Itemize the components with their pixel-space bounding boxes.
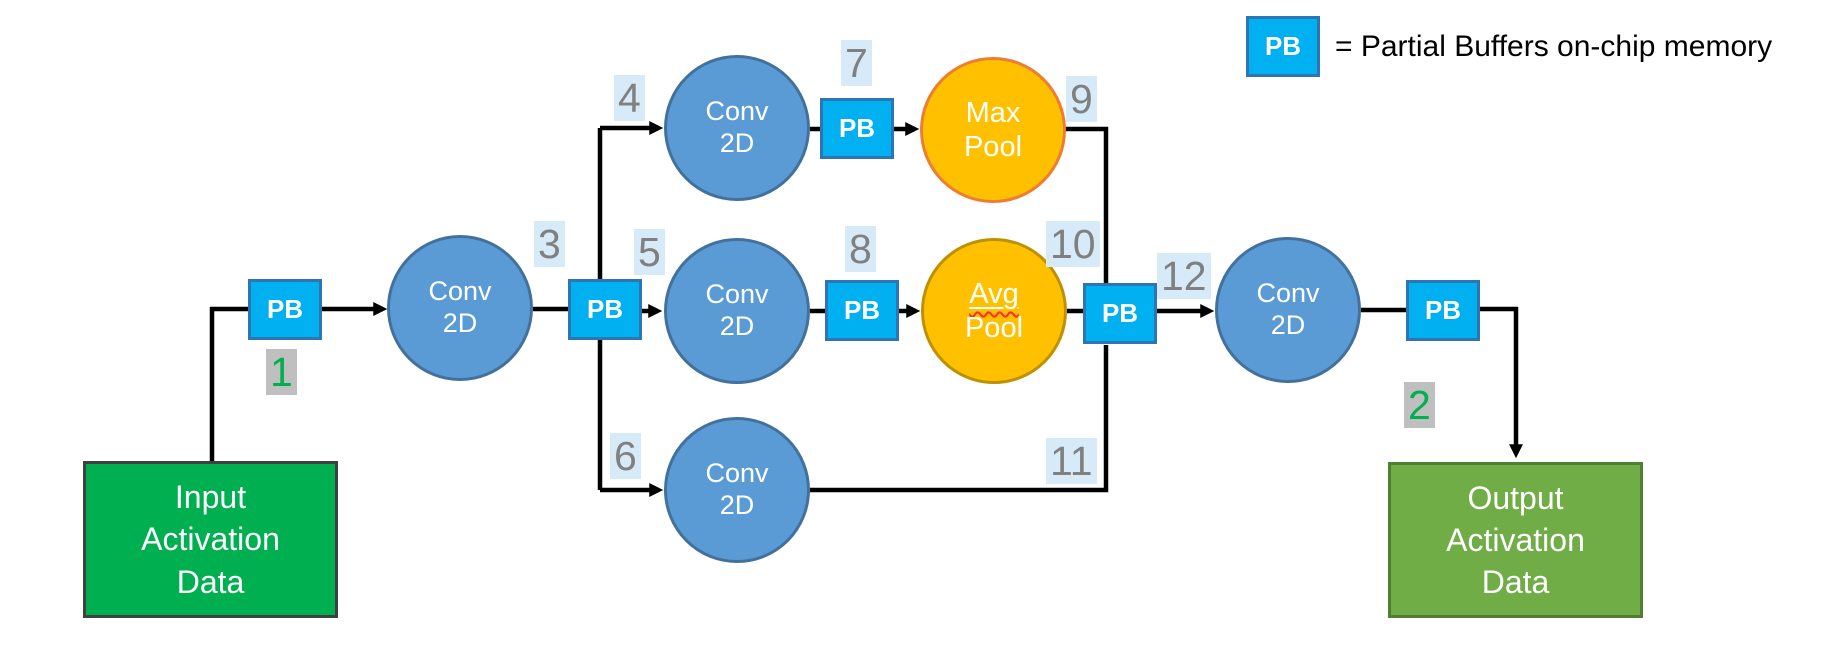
step-label-11: 11 <box>1046 438 1097 484</box>
wire-input-to-pb1 <box>209 306 248 461</box>
conv2d-3-line1: Conv <box>705 279 769 310</box>
pb-box-5: PB <box>1083 283 1157 344</box>
pb-box-3: PB <box>820 98 894 159</box>
avgpool-node: Avg Pool <box>921 238 1067 384</box>
pb-box-2-label: PB <box>586 294 624 324</box>
conv2d-1-line1: Conv <box>428 276 492 307</box>
conv2d-5-line2: 2D <box>1270 310 1306 340</box>
output-activation-box: Output Activation Data <box>1388 462 1643 618</box>
pb-box-1-label: PB <box>266 294 304 324</box>
conv2d-1-line2: 2D <box>442 308 478 338</box>
conv2d-5-line1: Conv <box>1256 278 1320 309</box>
maxpool-line2: Pool <box>963 131 1023 163</box>
maxpool-node: Max Pool <box>920 57 1066 203</box>
input-activation-box: Input Activation Data <box>83 461 338 618</box>
conv2d-node-4: Conv 2D <box>664 417 810 563</box>
output-box-line1: Output <box>1467 479 1564 516</box>
avgpool-line1-text: Avg <box>969 277 1019 310</box>
step-label-7: 7 <box>841 40 872 86</box>
conv2d-node-3: Conv 2D <box>664 238 810 384</box>
conv2d-2-line2: 2D <box>719 128 755 158</box>
pb-box-4: PB <box>825 280 899 341</box>
pb-box-4-label: PB <box>843 295 881 325</box>
step-label-3: 3 <box>534 221 565 267</box>
conv2d-node-5: Conv 2D <box>1215 237 1361 383</box>
conv2d-3-line2: 2D <box>719 311 755 341</box>
wire-pb6-to-output <box>1480 306 1523 459</box>
step-label-12: 12 <box>1157 253 1211 299</box>
output-box-line3: Data <box>1481 564 1550 601</box>
step-label-5: 5 <box>634 229 665 275</box>
maxpool-line1: Max <box>965 96 1021 129</box>
legend-text: = Partial Buffers on-chip memory <box>1335 30 1773 63</box>
legend-pb-label: PB <box>1264 31 1302 61</box>
step-label-10: 10 <box>1046 221 1100 267</box>
step-label-4: 4 <box>614 75 645 121</box>
conv2d-4-line2: 2D <box>719 490 755 520</box>
step-label-2: 2 <box>1404 382 1435 428</box>
wire-conv4-to-merge <box>810 345 1109 493</box>
pb-box-1: PB <box>248 279 322 340</box>
avgpool-line1: Avg <box>969 277 1018 311</box>
pb-box-2: PB <box>568 279 642 340</box>
wire-maxpool-to-merge <box>1065 126 1109 284</box>
legend-pb-box: PB <box>1246 16 1320 77</box>
input-box-line1: Input <box>174 479 247 516</box>
pb-box-6: PB <box>1406 280 1480 341</box>
conv2d-4-line1: Conv <box>705 458 769 489</box>
pb-box-3-label: PB <box>838 113 876 143</box>
pb-box-5-label: PB <box>1101 298 1139 328</box>
conv2d-node-1: Conv 2D <box>387 235 533 381</box>
step-label-6: 6 <box>610 433 641 479</box>
conv2d-2-line1: Conv <box>705 96 769 127</box>
output-box-line2: Activation <box>1446 521 1585 558</box>
input-box-line3: Data <box>176 563 245 600</box>
step-label-1: 1 <box>266 349 297 395</box>
step-label-9: 9 <box>1066 76 1097 122</box>
avgpool-line2: Pool <box>964 312 1024 344</box>
conv2d-node-2: Conv 2D <box>664 55 810 201</box>
step-label-8: 8 <box>845 226 876 272</box>
pb-box-6-label: PB <box>1424 295 1462 325</box>
input-box-line2: Activation <box>141 521 280 558</box>
